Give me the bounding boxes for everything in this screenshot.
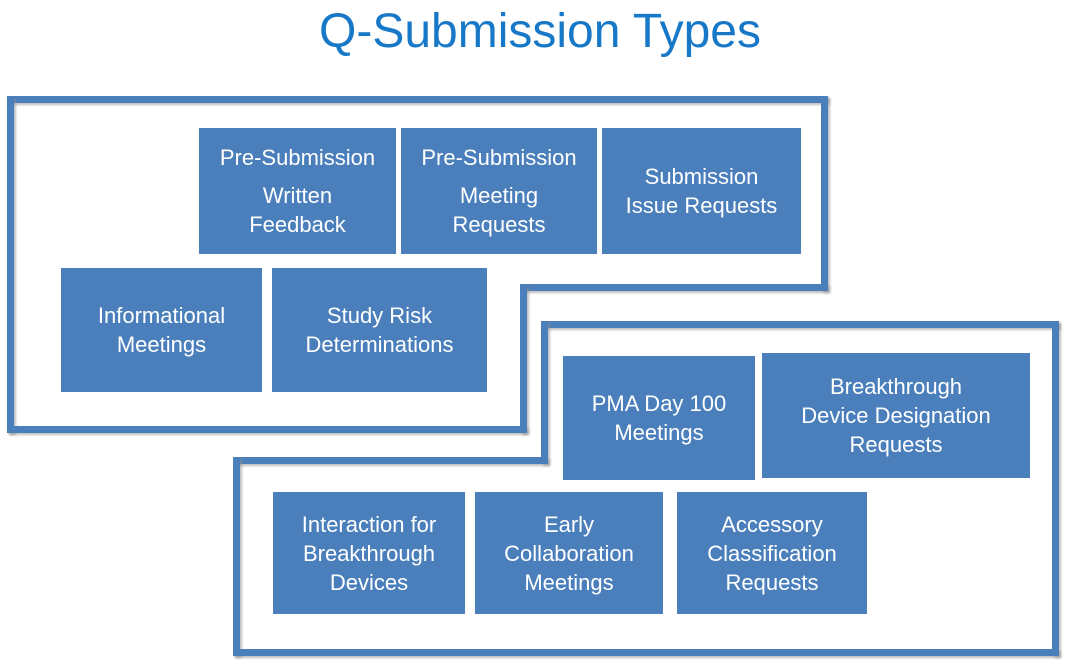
box-line: Pre-Submission: [219, 145, 376, 170]
box-line: Pre-Submission: [421, 145, 577, 170]
box-line: Breakthrough: [829, 374, 963, 399]
box-line: Meetings: [524, 569, 614, 595]
box-early-collaboration-meetings[interactable]: Early Collaboration Meetings: [475, 492, 663, 614]
box-informational-meetings[interactable]: Informational Meetings: [61, 268, 262, 392]
lower-outline-step-left-edge: [541, 321, 548, 464]
lower-outline-step-bottom-edge: [233, 457, 548, 464]
box-line: Collaboration: [504, 540, 634, 566]
box-line: Breakthrough: [302, 540, 436, 566]
box-line: Interaction for: [301, 511, 437, 537]
box-pre-submission-written-feedback[interactable]: Pre-Submission Written Feedback: [199, 128, 396, 254]
box-line: Early: [543, 511, 595, 537]
lower-outline-top-edge: [541, 321, 1059, 328]
box-breakthrough-device-designation-requests[interactable]: Breakthrough Device Designation Requests: [762, 353, 1030, 478]
upper-outline-right-edge: [821, 96, 828, 291]
box-line: Meeting: [459, 183, 539, 208]
box-line: Study Risk: [326, 303, 433, 328]
upper-outline-top-edge: [7, 96, 828, 103]
upper-outline-step-right-edge: [520, 284, 527, 433]
box-pma-day-100-meetings[interactable]: PMA Day 100 Meetings: [563, 356, 755, 480]
box-line: Issue Requests: [625, 193, 778, 218]
box-pre-submission-meeting-requests[interactable]: Pre-Submission Meeting Requests: [401, 128, 597, 254]
upper-outline-bottom-edge: [7, 426, 527, 433]
box-line: Requests: [452, 212, 546, 237]
box-line: Meetings: [614, 420, 704, 445]
box-line: Device Designation: [801, 403, 991, 428]
box-line: Devices: [329, 569, 409, 595]
lower-outline-bottom-edge: [233, 649, 1059, 656]
box-line: Meetings: [116, 332, 207, 357]
box-line: Classification: [707, 540, 837, 566]
box-study-risk-determinations[interactable]: Study Risk Determinations: [272, 268, 487, 392]
page-title: Q-Submission Types: [319, 5, 761, 58]
box-accessory-classification-requests[interactable]: Accessory Classification Requests: [677, 492, 867, 614]
box-interaction-for-breakthrough-devices[interactable]: Interaction for Breakthrough Devices: [273, 492, 465, 614]
box-submission-issue-requests[interactable]: Submission Issue Requests: [602, 128, 801, 254]
box-line: PMA Day 100: [591, 391, 727, 416]
lower-outline-left-edge: [233, 457, 240, 656]
box-line: Written: [262, 183, 333, 208]
lower-outline-right-edge: [1052, 321, 1059, 656]
box-line: Informational: [97, 303, 226, 328]
box-line: Determinations: [305, 332, 454, 357]
box-line: Submission: [644, 164, 759, 189]
box-line: Requests: [849, 432, 943, 457]
upper-outline-left-edge: [7, 96, 14, 433]
upper-outline-step-top-edge: [520, 284, 828, 291]
box-line: Accessory: [721, 511, 823, 537]
box-line: Requests: [725, 569, 819, 595]
box-line: Feedback: [249, 212, 346, 237]
